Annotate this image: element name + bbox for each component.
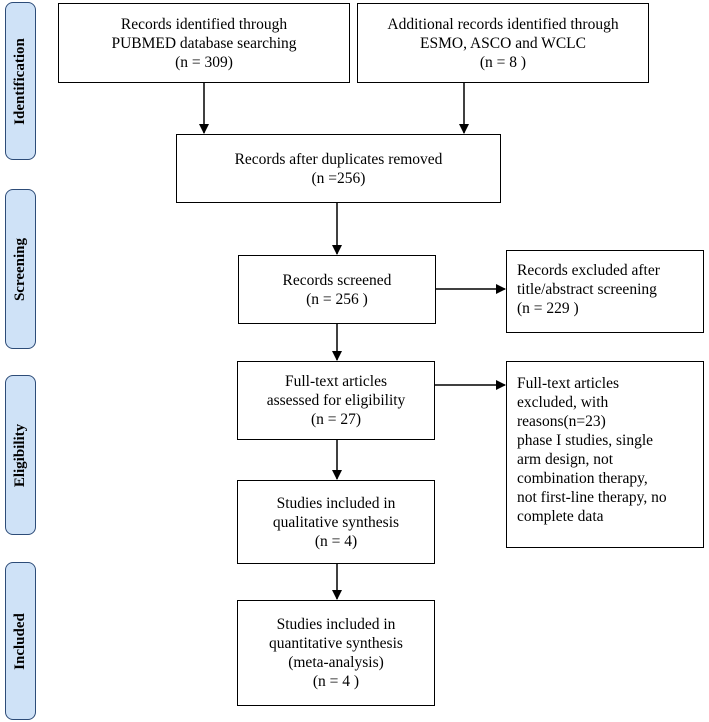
box-duplicates-removed: Records after duplicates removed (n =256… — [176, 134, 501, 203]
fulltext-excluded-line-7: not first-line therapy, no — [517, 489, 667, 506]
stage-screening: Screening — [5, 189, 36, 349]
stage-identification: Identification — [5, 2, 36, 160]
screened-line-1: Records screened — [282, 271, 392, 289]
additional-line-2: ESMO, ASCO and WCLC — [420, 34, 586, 52]
quantitative-line-2: quantitative synthesis — [269, 635, 403, 652]
fulltext-excluded-line-4: phase I studies, single — [517, 432, 654, 449]
box-pubmed-records: Records identified through PUBMED databa… — [58, 3, 350, 83]
box-quantitative-synthesis: Studies included in quantitative synthes… — [237, 600, 435, 706]
pubmed-line-2: PUBMED database searching — [111, 34, 297, 52]
fulltext-excluded-line-2: excluded, with — [517, 394, 609, 411]
fulltext-excluded-line-1: Full-text articles — [517, 375, 620, 392]
qualitative-line-1: Studies included in — [276, 494, 396, 512]
fulltext-excluded-line-3: reasons(n=23) — [517, 413, 606, 430]
pubmed-line-1: Records identified through — [120, 15, 288, 33]
fulltext-assessed-line-1: Full-text articles — [284, 373, 387, 390]
qualitative-line-3: (n = 4) — [314, 532, 358, 550]
additional-line-3: (n = 8 ) — [479, 53, 527, 71]
box-records-excluded-abstract: Records excluded after title/abstract sc… — [506, 250, 704, 333]
excluded-abstract-line-3: (n = 229 ) — [517, 300, 579, 317]
box-records-screened: Records screened (n = 256 ) — [238, 255, 436, 324]
quantitative-line-1: Studies included in — [276, 616, 396, 633]
box-fulltext-excluded: Full-text articles excluded, with reason… — [506, 361, 704, 548]
stage-included: Included — [5, 562, 36, 720]
box-qualitative-synthesis: Studies included in qualitative synthesi… — [237, 480, 435, 564]
fulltext-assessed-line-3: (n = 27) — [310, 411, 362, 428]
additional-line-1: Additional records identified through — [387, 15, 619, 33]
fulltext-excluded-line-5: arm design, not — [517, 451, 613, 468]
duplicates-line-2: (n =256) — [311, 169, 366, 187]
fulltext-excluded-line-6: combination therapy, — [517, 470, 648, 487]
pubmed-line-3: (n = 309) — [175, 53, 233, 71]
quantitative-line-4: (n = 4 ) — [312, 673, 360, 690]
quantitative-line-3: (meta-analysis) — [288, 654, 384, 671]
excluded-abstract-line-1: Records excluded after — [517, 262, 660, 279]
stage-eligibility: Eligibility — [5, 375, 36, 535]
fulltext-excluded-line-8: complete data — [517, 508, 604, 525]
qualitative-line-2: qualitative synthesis — [272, 513, 400, 531]
box-fulltext-assessed: Full-text articles assessed for eligibil… — [237, 361, 435, 440]
duplicates-line-1: Records after duplicates removed — [234, 150, 443, 168]
screened-line-2: (n = 256 ) — [306, 290, 368, 308]
box-additional-records: Additional records identified through ES… — [357, 3, 649, 83]
excluded-abstract-line-2: title/abstract screening — [517, 281, 657, 298]
fulltext-assessed-line-2: assessed for eligibility — [266, 392, 406, 409]
